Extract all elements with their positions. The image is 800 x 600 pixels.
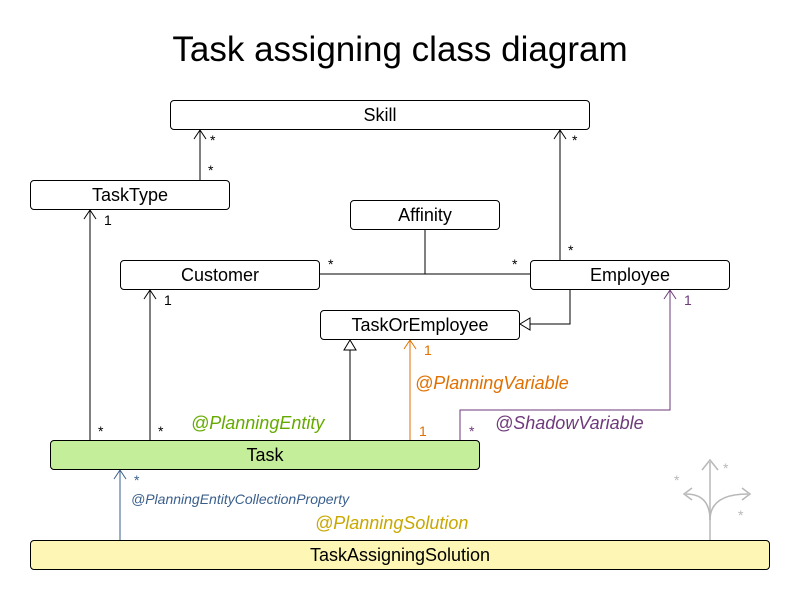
tasktype-task-arrowhead: [83, 209, 97, 220]
annotation-shadow-variable: @ShadowVariable: [495, 413, 644, 433]
class-task: Task: [50, 440, 480, 470]
multiplicity-label: *: [98, 423, 104, 439]
optaplanner-logo-icon: [682, 458, 752, 540]
class-affinity: Affinity: [350, 200, 500, 230]
logo-label: *: [738, 507, 744, 523]
multiplicity-label: *: [210, 132, 216, 148]
multiplicity-label: *: [328, 256, 334, 272]
employee-inherit-triangle: [519, 317, 531, 331]
logo-label: *: [674, 472, 680, 488]
employee-inherit-line: [530, 290, 571, 325]
multiplicity-label: 1: [424, 342, 432, 358]
collection-property-arrowhead: [113, 469, 127, 480]
class-taskoremployee: TaskOrEmployee: [320, 310, 520, 340]
class-skill: Skill: [170, 100, 590, 130]
multiplicity-label: *: [512, 256, 518, 272]
class-employee: Employee: [530, 260, 730, 290]
shadow-variable-line: [459, 290, 671, 440]
annotation-planning-solution: @PlanningSolution: [315, 513, 469, 533]
skill-employee-arrowhead: [553, 129, 567, 140]
multiplicity-label: *: [469, 423, 475, 439]
class-tasktype: TaskType: [30, 180, 230, 210]
logo-label: *: [723, 460, 729, 476]
class-solution: TaskAssigningSolution: [30, 540, 770, 570]
skill-tasktype-arrowhead: [193, 129, 207, 140]
annotation-planning-entity: @PlanningEntity: [191, 413, 325, 433]
multiplicity-label: *: [134, 472, 140, 488]
planning-variable-arrowhead: [403, 339, 417, 350]
multiplicity-label: 1: [419, 423, 427, 439]
annotation-planning-variable: @PlanningVariable: [415, 373, 569, 393]
multiplicity-label: *: [572, 132, 578, 148]
multiplicity-label: 1: [164, 292, 172, 308]
multiplicity-label: 1: [104, 212, 112, 228]
multiplicity-label: *: [568, 242, 574, 258]
multiplicity-label: *: [208, 162, 214, 178]
shadow-variable-arrowhead: [663, 289, 677, 300]
annotation-collection-property: @PlanningEntityCollectionProperty: [131, 491, 350, 507]
task-inherit-triangle: [343, 339, 357, 351]
multiplicity-label: *: [158, 423, 164, 439]
customer-task-arrowhead: [143, 289, 157, 300]
class-customer: Customer: [120, 260, 320, 290]
diagram-title: Task assigning class diagram: [172, 30, 628, 69]
multiplicity-label: 1: [684, 292, 692, 308]
